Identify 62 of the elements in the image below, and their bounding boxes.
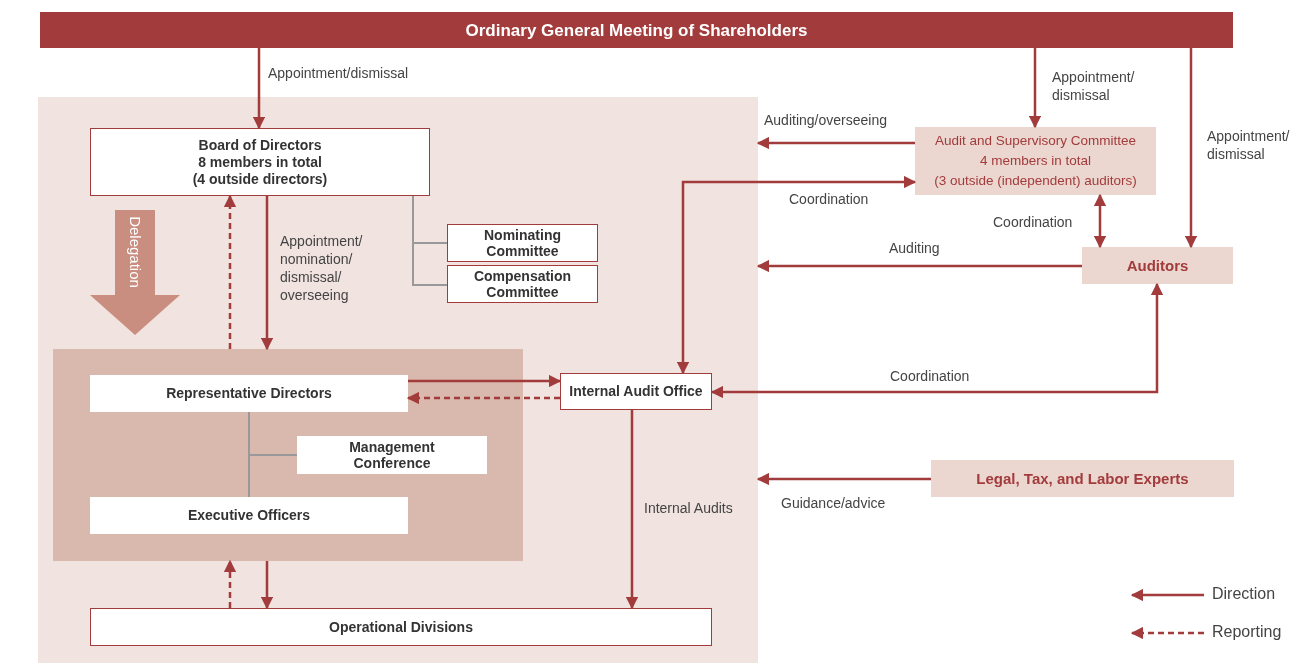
node-label: Ordinary General Meeting of Shareholders (465, 21, 808, 39)
arrow (260, 561, 274, 610)
edge-label: Coordination (993, 213, 1074, 231)
arrow (223, 559, 237, 608)
process-box (90, 608, 712, 646)
node-label: Audit and Supervisory Committee (934, 132, 1137, 150)
arrow (756, 259, 1082, 273)
node-label: Auditors (1126, 257, 1189, 274)
process-box (297, 436, 487, 474)
edge-label: Coordination (789, 190, 870, 208)
legend-label: Reporting (1212, 623, 1282, 641)
arrow (676, 175, 917, 375)
committee-box (447, 265, 598, 303)
arrow (408, 374, 562, 388)
arrow (1093, 193, 1107, 249)
committee-box (915, 127, 1156, 195)
node-label: Management Conference (348, 439, 436, 471)
node-label: (3 outside (independent) auditors) (934, 172, 1137, 190)
board-box (90, 128, 430, 196)
process-box (90, 375, 408, 412)
executive-area (53, 349, 523, 561)
arrow (406, 391, 560, 405)
committee-box (447, 224, 598, 262)
edge-label: Auditing/overseeing (764, 111, 888, 129)
arrow (625, 410, 639, 610)
edge-label: Coordination (890, 367, 971, 385)
process-box (560, 373, 712, 410)
node-label: Operational Divisions (329, 618, 473, 636)
process-box (90, 497, 408, 534)
arrow (223, 194, 237, 349)
edge-label: Auditing (889, 239, 941, 257)
node-label: 4 members in total (979, 152, 1091, 170)
node-label: Legal, Tax, and Labor Experts (976, 470, 1189, 487)
arrow (1184, 48, 1198, 249)
legend-label: Direction (1212, 585, 1276, 603)
connector-line (248, 411, 250, 498)
node-label: Compensation Committee (472, 268, 573, 300)
node-label: Executive Officers (187, 507, 311, 524)
arrow (1028, 48, 1042, 129)
node-label: (4 outside directors) (192, 170, 328, 188)
arrow (756, 136, 915, 150)
edge-label: Appointment/dismissal (268, 64, 410, 82)
arrow-label: Delegation (126, 215, 144, 290)
node-label: Board of Directors (198, 136, 322, 154)
edge-label: Appointment/ dismissal (1207, 127, 1291, 163)
edge-label: Appointment/ nomination/ dismissal/ overseeing (280, 232, 364, 304)
connector-line (412, 195, 448, 286)
header-bar (40, 12, 1233, 48)
node-label: Representative Directors (166, 385, 332, 402)
process-box (931, 460, 1234, 497)
company-area (38, 97, 758, 663)
edge-label: Appointment/ dismissal (1052, 68, 1136, 104)
edge-label: Internal Audits (644, 499, 734, 517)
node-label: 8 members in total (198, 153, 322, 171)
arrow (252, 48, 266, 130)
arrow (756, 472, 931, 486)
edge-label: Guidance/advice (781, 494, 887, 512)
arrow (260, 196, 274, 351)
node-label: Nominating Committee (483, 227, 562, 259)
process-box (1082, 247, 1233, 284)
node-label: Internal Audit Office (569, 383, 703, 400)
arrow (710, 282, 1164, 399)
